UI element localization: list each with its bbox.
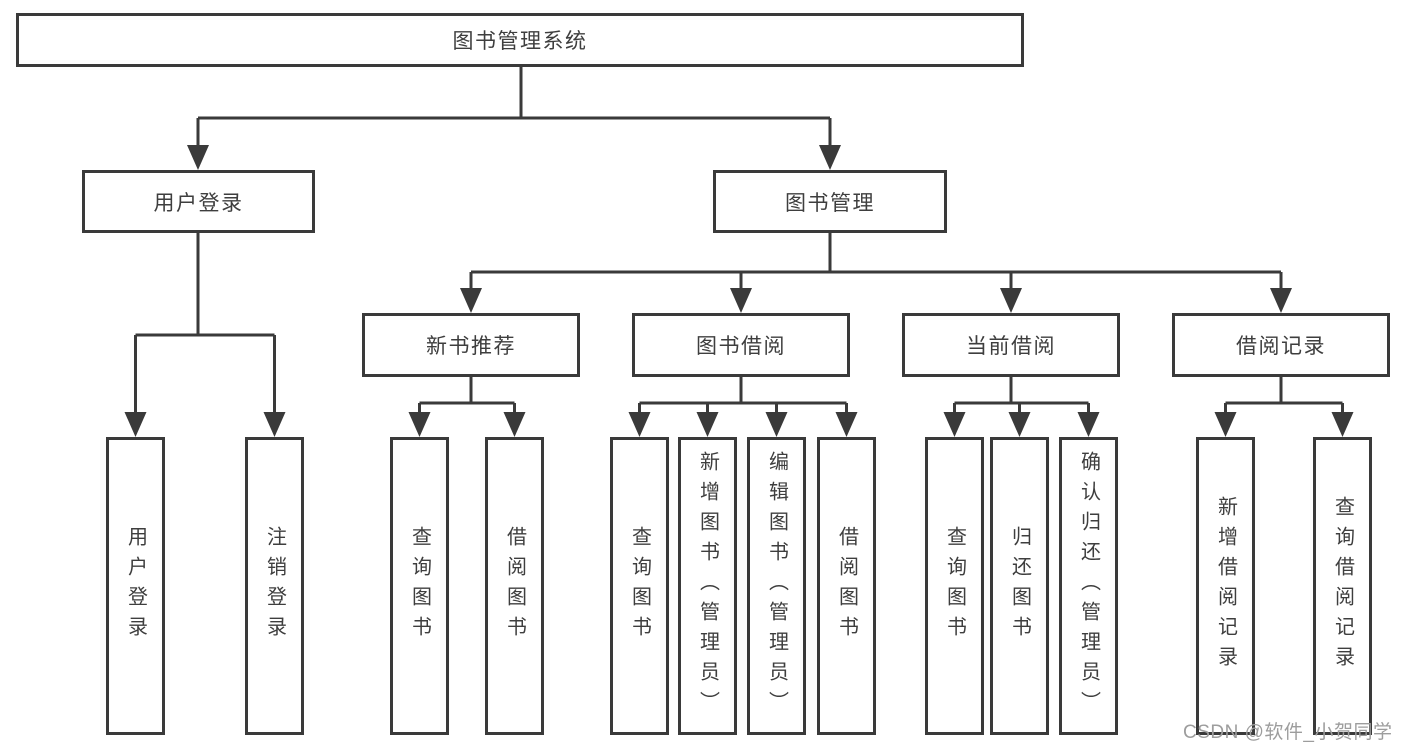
leaf-label: 新增图书（管理员） — [696, 451, 719, 721]
node-label: 当前借阅 — [966, 335, 1056, 358]
node-root: 图书管理系统 — [16, 13, 1024, 67]
leaf-label: 查询图书 — [628, 526, 651, 646]
leaf-label: 查询图书 — [943, 526, 966, 646]
node-module-book-borrowing: 图书借阅 — [632, 313, 850, 377]
leaf-confirm-return-admin: 确认归还（管理员） — [1059, 437, 1118, 735]
node-label: 图书管理 — [785, 191, 875, 215]
leaf-user-login: 用户登录 — [106, 437, 165, 735]
leaf-label: 注销登录 — [263, 526, 286, 646]
leaf-add-books-admin: 新增图书（管理员） — [678, 437, 737, 735]
node-label: 借阅记录 — [1236, 335, 1326, 358]
leaf-logout: 注销登录 — [245, 437, 304, 735]
leaf-label: 归还图书 — [1008, 526, 1031, 646]
node-module-borrowing-records: 借阅记录 — [1172, 313, 1390, 377]
leaf-label: 查询借阅记录 — [1331, 496, 1354, 676]
watermark: CSDN @软件_小贺同学 — [1183, 722, 1393, 743]
leaf-borrow-books-borrowing: 借阅图书 — [817, 437, 876, 735]
leaf-borrow-books-recommend: 借阅图书 — [485, 437, 544, 735]
node-label: 图书借阅 — [696, 335, 786, 358]
leaf-label: 用户登录 — [124, 526, 147, 646]
leaf-return-books: 归还图书 — [990, 437, 1049, 735]
node-module-new-book-recommend: 新书推荐 — [362, 313, 580, 377]
leaf-add-borrow-record: 新增借阅记录 — [1196, 437, 1255, 735]
node-root-label: 图书管理系统 — [452, 30, 588, 53]
leaf-label: 借阅图书 — [835, 526, 858, 646]
leaf-query-books-borrowing: 查询图书 — [610, 437, 669, 735]
leaf-query-books-current: 查询图书 — [925, 437, 984, 735]
leaf-label: 确认归还（管理员） — [1077, 451, 1100, 721]
leaf-label: 新增借阅记录 — [1214, 496, 1237, 676]
leaf-label: 编辑图书（管理员） — [765, 451, 788, 721]
leaf-label: 查询图书 — [408, 526, 431, 646]
node-branch-user-login: 用户登录 — [82, 170, 315, 233]
node-branch-book-management: 图书管理 — [713, 170, 947, 233]
leaf-query-books-recommend: 查询图书 — [390, 437, 449, 735]
leaf-edit-books-admin: 编辑图书（管理员） — [747, 437, 806, 735]
node-module-current-borrowing: 当前借阅 — [902, 313, 1120, 377]
leaf-label: 借阅图书 — [503, 526, 526, 646]
node-label: 新书推荐 — [426, 335, 516, 358]
node-label: 用户登录 — [153, 191, 244, 215]
leaf-query-borrow-record: 查询借阅记录 — [1313, 437, 1372, 735]
